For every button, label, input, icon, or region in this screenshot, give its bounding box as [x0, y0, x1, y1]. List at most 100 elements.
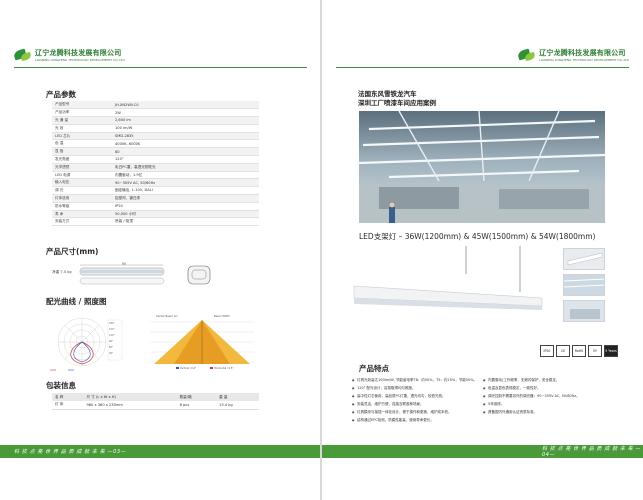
package-header-row: 名 称 尺 寸 (L x W x H) 数量/箱 重 量 — [52, 393, 259, 401]
spec-row: 安装方式吊装 / 吸顶 — [52, 217, 259, 227]
section-title-curve: 配光曲线 / 照度图 — [46, 297, 107, 306]
pack-header-cell: 尺 寸 (L x W x H) — [83, 393, 177, 401]
spec-value: JH-XN2WV-01 — [112, 101, 259, 110]
warranty-badge-icon: 5 Years — [604, 345, 618, 357]
ip-rating-icon: IP20 — [540, 345, 554, 357]
feature-item: 5年保修。 — [483, 400, 580, 408]
led-fixture-image — [353, 246, 543, 310]
page-fold — [320, 0, 322, 500]
features-right-column: 内置驱动(工作频率、无频闪保护，安全稳定。色温及显色表现稳定，一致性好。调光控制… — [483, 376, 580, 424]
svg-text:180°: 180° — [109, 322, 115, 325]
spec-value: 内置驱动，1.9亿 — [112, 171, 259, 180]
spec-row: 调 光固定输出, 1-10V, DALI — [52, 186, 259, 196]
spec-label: 输入电压 — [52, 178, 112, 188]
right-page: 辽宁龙腾科技发展有限公司 LIAONING LONGTENG TECHNOLOG… — [322, 0, 643, 500]
leaf-logo-icon — [13, 48, 32, 62]
thumbnail-fixture — [563, 248, 605, 270]
spec-label: 灯体选用 — [52, 194, 112, 203]
spec-row: 灯体选用铝型材，镀白漆 — [52, 194, 259, 203]
beam-right-head: Beam Width — [214, 314, 230, 318]
feature-item: 灯具模块与接插一体化设计，便于操作和更换，维护成本低。 — [352, 408, 477, 416]
header-logo: 辽宁龙腾科技发展有限公司 LIAONING LONGTENG TECHNOLOG… — [13, 44, 125, 66]
spec-value: 50,000 小时 — [112, 210, 259, 219]
feature-item: 安装灵活，维护方便，连接互联各种场景。 — [352, 400, 477, 408]
header-rule — [336, 67, 629, 68]
spec-label: LED 电源 — [52, 171, 112, 180]
product-thumbnails — [563, 248, 605, 326]
spec-label: 光学透镜 — [52, 163, 112, 172]
illuminance-beam-chart: Center Beam lux Beam Width Vertical / 0.… — [150, 314, 254, 370]
company-name-en: LIAONING LONGTENG TECHNOLOGY DEVELOPMENT… — [539, 58, 629, 62]
feature-item: 色温及显色表现稳定，一致性好。 — [483, 384, 580, 392]
spec-value: 固定输出, 1-10V, DALI — [112, 186, 259, 196]
case-study-title: 法国东风雪铁龙汽车 深圳工厂喷漆车间应用案例 — [358, 90, 436, 107]
spec-value: 乳白PC罩，高透光防眩光 — [112, 163, 259, 172]
svg-text:90°: 90° — [109, 340, 113, 343]
thumbnail-room — [563, 300, 605, 322]
spec-value: 2,600 lm — [112, 116, 259, 125]
spec-label: 光 通 量 — [52, 116, 112, 125]
pack-cell: 13.4 kg — [216, 401, 259, 410]
case-title-line-2: 深圳工厂喷漆车间应用案例 — [358, 98, 436, 107]
footer-slogan: 科 技 点 亮 世 界 品 质 成 就 未 来 —03— — [14, 449, 127, 455]
spec-label: 寿 命 — [52, 210, 112, 219]
thumbnail-installed — [563, 274, 605, 296]
spec-value: 铝型材，镀白漆 — [112, 194, 259, 203]
spec-value: 2W — [112, 108, 259, 118]
spec-row: LED 电源内置驱动，1.9亿 — [52, 171, 259, 180]
feature-item: 具备国内外通用认证资质标准。 — [483, 408, 580, 416]
spec-value: 90~305V AC, 50/60Hz — [112, 178, 259, 188]
feature-item: 灯具光效高达100lm/W, 节能省电率T8：约50%，T5：约25%，节能50… — [352, 376, 477, 384]
spec-value: 80 — [112, 147, 259, 157]
pack-cell: 灯 体 — [52, 401, 84, 410]
package-data-row: 灯 体 980 x 360 x 230mm 6 pcs 13.4 kg — [52, 401, 259, 410]
polar-distribution-chart: 180°150°120° 90°60°30° — [50, 317, 123, 371]
feature-item: 120° 配光设计，容易取得均匀照度。 — [352, 384, 477, 392]
spec-label: 显 指 — [52, 147, 112, 157]
spec-value: SMD-2835 — [112, 132, 259, 141]
spec-label: 安装方式 — [52, 217, 112, 227]
features-title: 产品特点 — [359, 364, 389, 373]
rohs-icon: RoHS — [572, 345, 586, 357]
feature-item: 高中性灯芯使用，高品质PC灯罩，透光均匀，较低光斑。 — [352, 392, 477, 400]
spec-label: 调 光 — [52, 186, 112, 196]
spec-value: 100 lm/W — [112, 124, 259, 133]
svg-text:60°: 60° — [109, 346, 113, 349]
dimension-drawing: 净重 7.5 kg 60 — [52, 262, 211, 285]
spec-value: 4000K, 6000K — [112, 139, 259, 149]
case-title-line-1: 法国东风雪铁龙汽车 — [358, 90, 417, 98]
company-name-en: LIAONING LONGTENG TECHNOLOGY DEVELOPMENT… — [35, 58, 125, 62]
spec-label: 防水等级 — [52, 202, 112, 211]
warranty-years-icon: 5Y — [588, 345, 602, 357]
feature-item: 内置驱动(工作频率、无频闪保护，安全稳定。 — [483, 376, 580, 384]
pack-cell: 980 x 360 x 230mm — [83, 401, 177, 410]
footer-slogan: 科 技 点 亮 世 界 品 质 成 就 未 来 —04— — [542, 446, 642, 458]
pack-header-cell: 名 称 — [52, 393, 84, 401]
spec-value: 吊装 / 吸顶 — [112, 217, 259, 227]
ce-mark-icon: CE — [556, 345, 570, 357]
spec-label: LED 芯片 — [52, 132, 112, 141]
factory-photo — [359, 111, 605, 223]
svg-text:150°: 150° — [109, 328, 115, 331]
features-left-column: 灯具光效高达100lm/W, 节能省电率T8：约50%，T5：约25%，节能50… — [352, 376, 477, 424]
spec-label: 色 温 — [52, 139, 112, 149]
package-table: 名 称 尺 寸 (L x W x H) 数量/箱 重 量 灯 体 980 x 3… — [52, 393, 259, 410]
beam-left-head: Center Beam lux — [156, 314, 178, 318]
dim-length-label: 60 — [122, 262, 126, 266]
weight-label: 净重 7.5 kg — [52, 269, 72, 274]
spec-label: 产品型号 — [52, 101, 112, 110]
spec-label: 产品功率 — [52, 108, 112, 118]
company-name: 辽宁龙腾科技发展有限公司 — [539, 49, 626, 57]
features-columns: 灯具光效高达100lm/W, 节能省电率T8：约50%，T5：约25%，节能50… — [352, 376, 580, 424]
